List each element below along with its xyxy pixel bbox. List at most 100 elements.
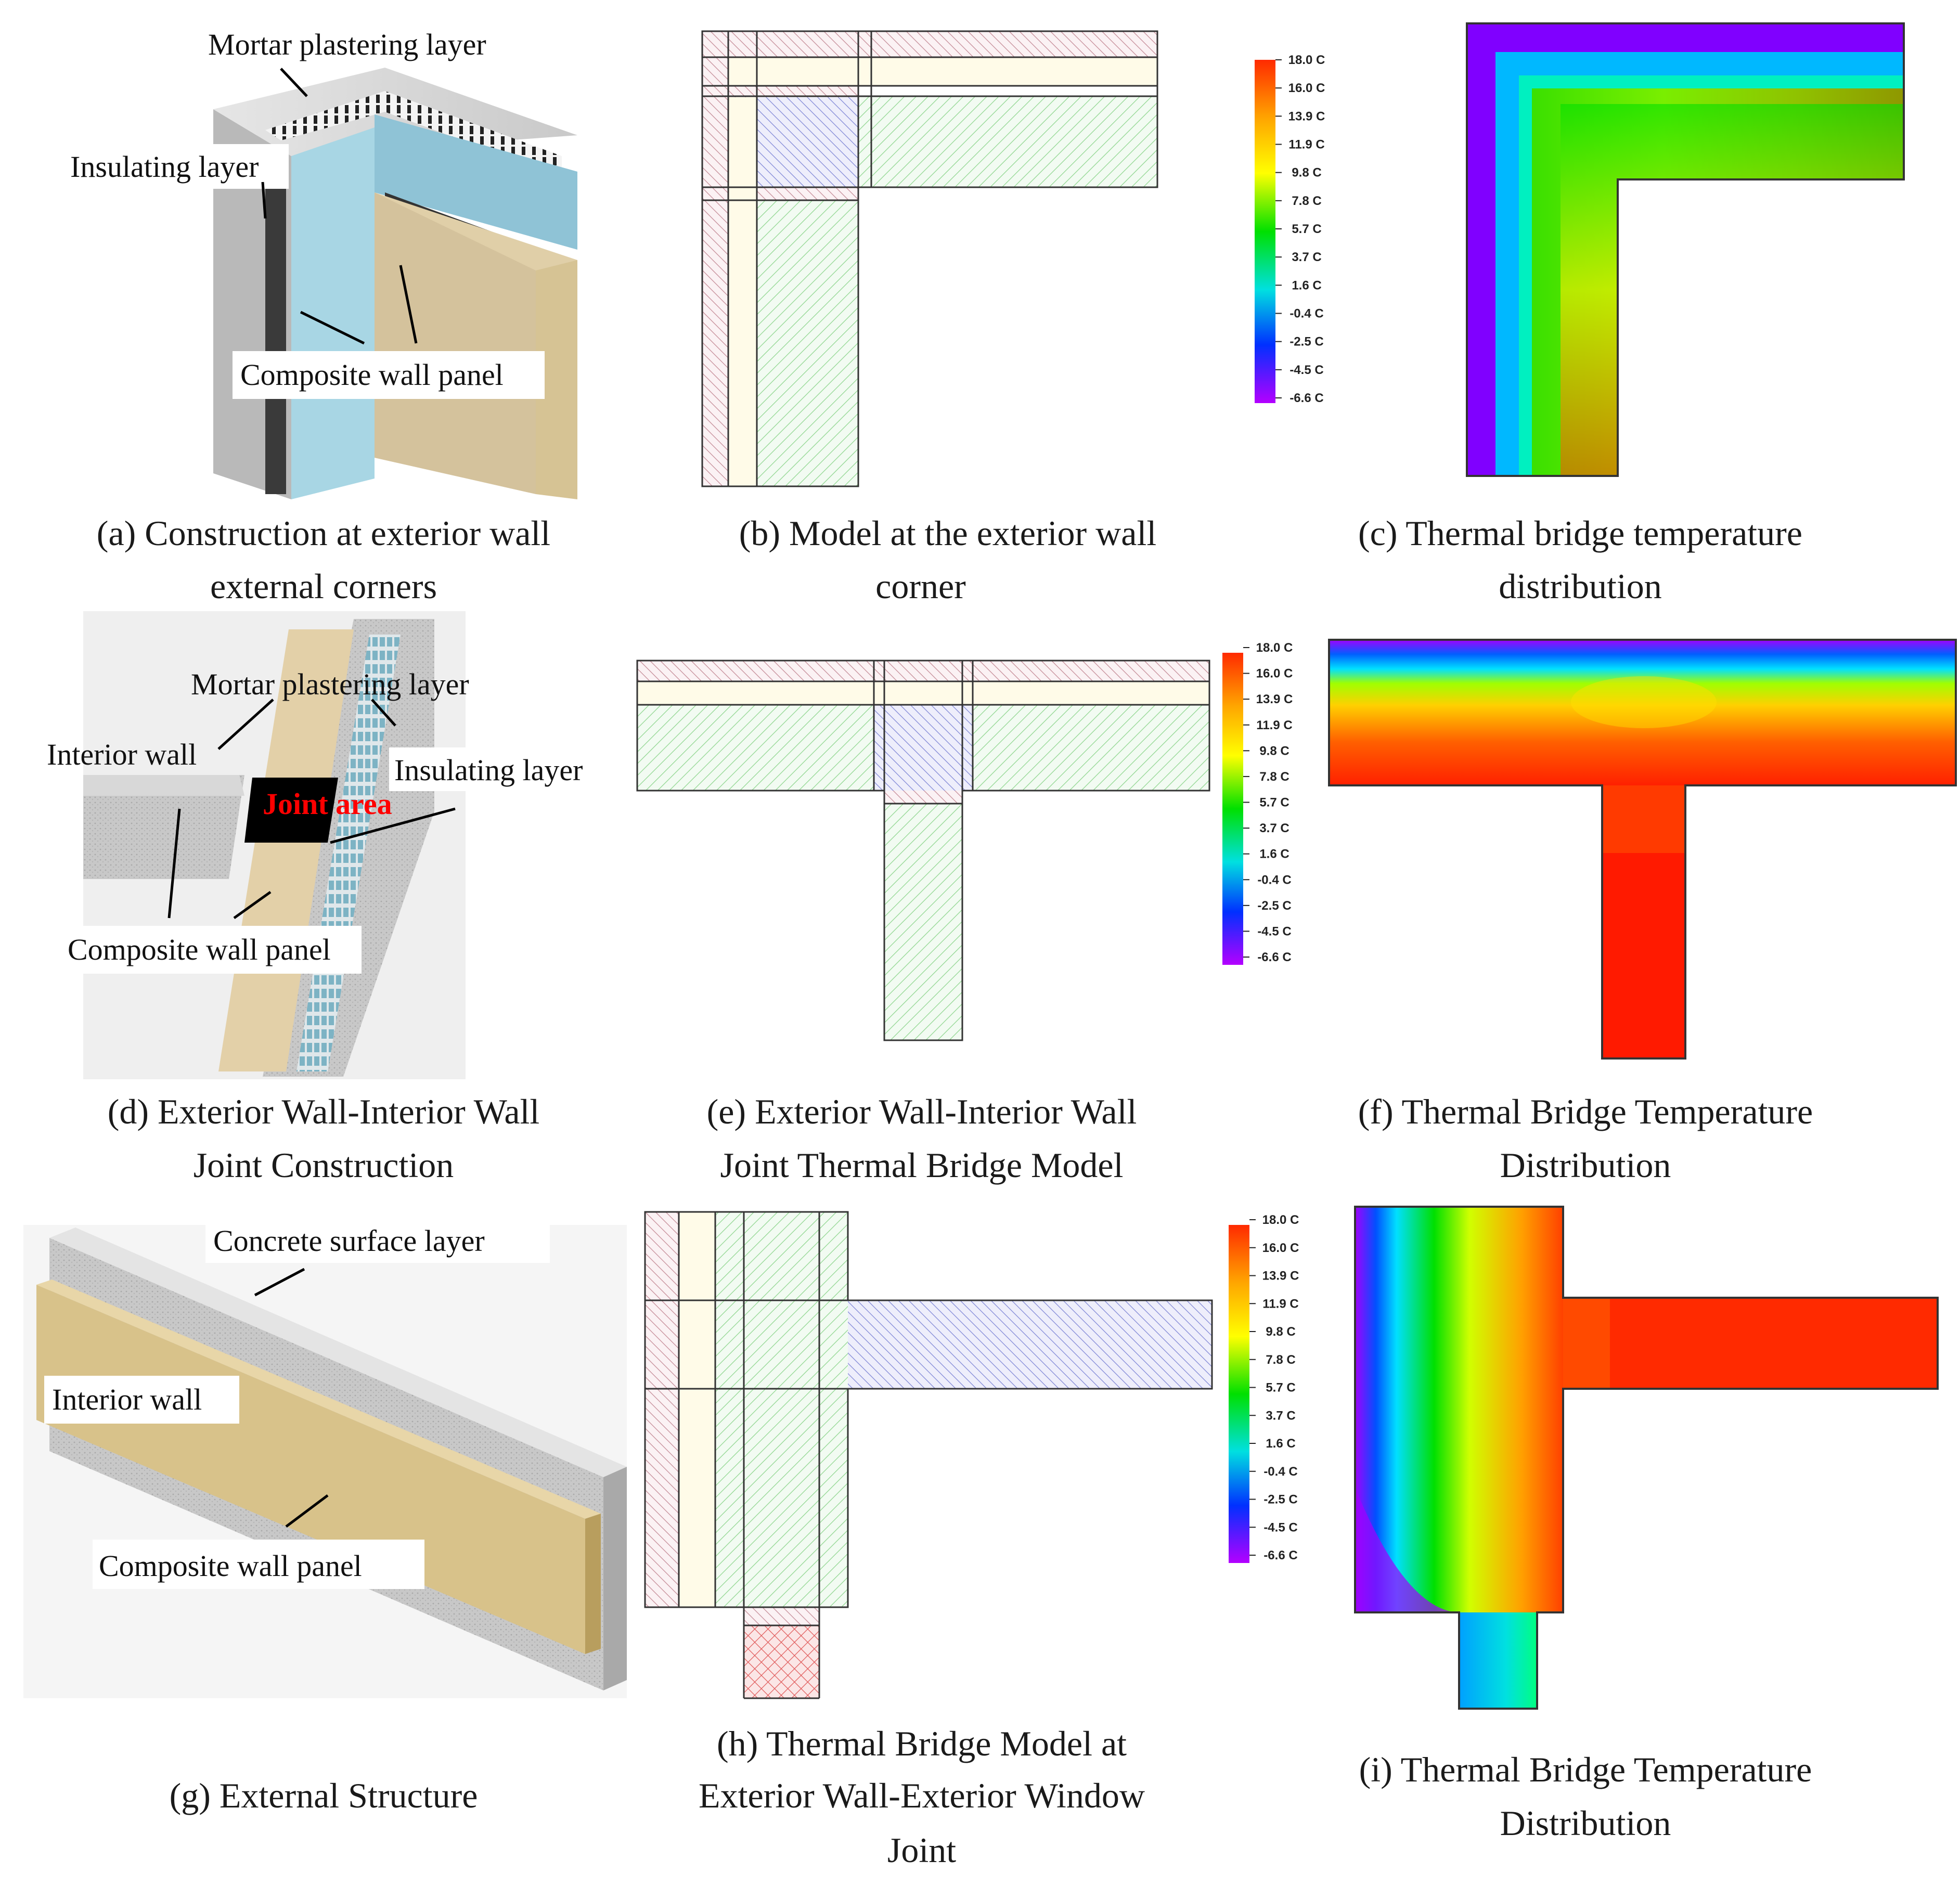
label-bg (389, 747, 596, 791)
label-interior-wall: Interior wall (47, 738, 197, 771)
label-bg (93, 1540, 424, 1589)
scale-tick-label: 13.9 C (1256, 692, 1293, 706)
scale-tick-label: 1.6 C (1259, 847, 1289, 861)
temperature-scale: 18.0 C16.0 C13.9 C11.9 C9.8 C7.8 C5.7 C3… (1222, 641, 1293, 965)
corner-model-drawing (701, 30, 1158, 487)
arrow (280, 68, 308, 97)
scale-tick-label: 18.0 C (1288, 53, 1325, 67)
panel-b: (b) Model at the exterior wall corner (701, 30, 1158, 606)
window-joint-model-drawing (644, 1211, 1213, 1699)
scale-tick-label: -4.5 C (1290, 363, 1323, 377)
window-temperature-field (1354, 1206, 1939, 1710)
label-composite: Composite wall panel (99, 1549, 362, 1583)
scale-tick-label: -6.6 C (1263, 1548, 1297, 1562)
arrow (167, 808, 181, 919)
panel-g: Concrete surface layer Interior wall Com… (23, 1217, 627, 1815)
scale-tick-label: 3.7 C (1292, 250, 1321, 264)
caption-f-line2: Distribution (1500, 1145, 1671, 1185)
panel-d: Mortar plastering layer Interior wall In… (47, 611, 596, 1185)
caption-c-line2: distribution (1499, 566, 1662, 606)
panel-a: Mortar plastering layer Insulating layer… (65, 28, 577, 606)
scale-tick-label: -4.5 C (1263, 1520, 1297, 1534)
label-interior-wall: Interior wall (52, 1383, 202, 1416)
caption-a-line1: (a) Construction at exterior wall (97, 513, 550, 553)
scale-tick-label: 16.0 C (1262, 1241, 1299, 1255)
caption-b-line2: corner (875, 566, 966, 606)
temperature-scale: 18.0 C 16.0 C 13.9 C 11.9 C 9.8 C 7.8 C 5.7 C 3… (1229, 1213, 1299, 1563)
scale-tick-label: -0.4 C (1257, 873, 1291, 887)
label-bg (44, 1376, 239, 1424)
scale-tick-label: -2.5 C (1257, 899, 1291, 913)
arrow (285, 1494, 329, 1528)
label-mortar: Mortar plastering layer (191, 667, 469, 701)
label-insulating: Insulating layer (70, 150, 259, 184)
label-bg (62, 926, 362, 974)
label-bg (65, 144, 289, 189)
caption-b-line1: (b) Model at the exterior wall (739, 513, 1157, 553)
label-insulating: Insulating layer (394, 753, 583, 787)
scale-tick-label: 1.6 C (1266, 1437, 1295, 1451)
panel-i: 18.0 C 16.0 C 13.9 C 11.9 C 9.8 C 7.8 C 5.7 C 3… (1229, 1206, 1939, 1843)
caption-e-line1: (e) Exterior Wall-Interior Wall (707, 1092, 1137, 1131)
caption-g-line1: (g) External Structure (170, 1776, 478, 1815)
scale-ticks: 18.0 C16.0 C13.9 C11.9 C9.8 C7.8 C5.7 C3… (1243, 641, 1293, 964)
scale-ticks: 18.0 C 16.0 C 13.9 C 11.9 C 9.8 C 7.8 C 5.7 C 3… (1275, 53, 1325, 405)
tjoint-model-drawing (636, 660, 1210, 1041)
scale-tick-label: 11.9 C (1256, 718, 1292, 732)
scale-tick-label: 9.8 C (1266, 1325, 1295, 1339)
scale-tick-label: -4.5 C (1257, 924, 1291, 938)
scale-tick-label: -6.6 C (1257, 950, 1291, 964)
panel-e: (e) Exterior Wall-Interior Wall Joint Th… (636, 660, 1210, 1185)
scale-tick-label: 7.8 C (1259, 770, 1289, 784)
arrow (300, 311, 365, 345)
scale-tick-label: 1.6 C (1292, 278, 1321, 292)
caption-i-line2: Distribution (1500, 1803, 1671, 1843)
scale-tick-label: 9.8 C (1292, 166, 1321, 180)
caption-i-line1: (i) Thermal Bridge Temperature (1359, 1750, 1812, 1789)
panel-c: 18.0 C 16.0 C 13.9 C 11.9 C 9.8 C 7.8 C 5.7 C 3… (1255, 22, 1905, 606)
label-bg (205, 1217, 550, 1263)
panel-f: 18.0 C16.0 C13.9 C11.9 C9.8 C7.8 C5.7 C3… (1222, 639, 1957, 1185)
scale-tick-label: 5.7 C (1292, 222, 1321, 236)
caption-a-line2: external corners (210, 566, 437, 606)
scale-tick-label: 13.9 C (1262, 1269, 1299, 1283)
temperature-scale: 18.0 C 16.0 C 13.9 C 11.9 C 9.8 C 7.8 C 5.7 C 3… (1255, 53, 1325, 405)
caption-d-line1: (d) Exterior Wall-Interior Wall (108, 1092, 540, 1131)
scale-tick-label: -0.4 C (1263, 1465, 1297, 1479)
external-structure-illustration (23, 1225, 627, 1698)
corner-temperature-field (1466, 22, 1905, 477)
scale-tick-label: 5.7 C (1266, 1381, 1295, 1395)
label-bg (233, 351, 545, 399)
scale-tick-label: 16.0 C (1288, 81, 1325, 95)
scale-tick-label: 11.9 C (1288, 138, 1324, 152)
scale-tick-label: -0.4 C (1290, 307, 1323, 321)
caption-h-line1: (h) Thermal Bridge Model at (717, 1724, 1127, 1763)
scale-tick-label: 9.8 C (1259, 744, 1289, 758)
arrow (261, 182, 267, 219)
panel-h: (h) Thermal Bridge Model at Exterior Wal… (644, 1211, 1213, 1870)
scale-tick-label: 7.8 C (1292, 194, 1321, 208)
scale-tick-label: -6.6 C (1290, 391, 1323, 405)
arrow (330, 807, 456, 844)
label-concrete: Concrete surface layer (213, 1224, 485, 1258)
scale-tick-label: 16.0 C (1256, 667, 1293, 681)
scale-tick-label: 11.9 C (1262, 1297, 1298, 1311)
caption-f-line1: (f) Thermal Bridge Temperature (1358, 1092, 1813, 1131)
scale-tick-label: -2.5 C (1290, 335, 1323, 349)
scale-tick-label: 18.0 C (1262, 1213, 1299, 1227)
scale-tick-label: 13.9 C (1288, 109, 1325, 123)
arrow (217, 699, 274, 750)
arrow (254, 1268, 305, 1297)
scale-tick-label: 18.0 C (1256, 641, 1293, 655)
corner-construction-illustration (213, 68, 577, 499)
scale-tick-label: 7.8 C (1266, 1353, 1295, 1367)
caption-d-line2: Joint Construction (194, 1145, 454, 1185)
arrow (399, 265, 418, 344)
scale-tick-label: -2.5 C (1263, 1493, 1297, 1507)
scale-tick-label: 5.7 C (1259, 796, 1289, 810)
caption-h-line2: Exterior Wall-Exterior Window (699, 1776, 1145, 1815)
caption-e-line2: Joint Thermal Bridge Model (720, 1145, 1124, 1185)
label-composite: Composite wall panel (240, 358, 504, 392)
scale-tick-label: 3.7 C (1266, 1409, 1295, 1423)
